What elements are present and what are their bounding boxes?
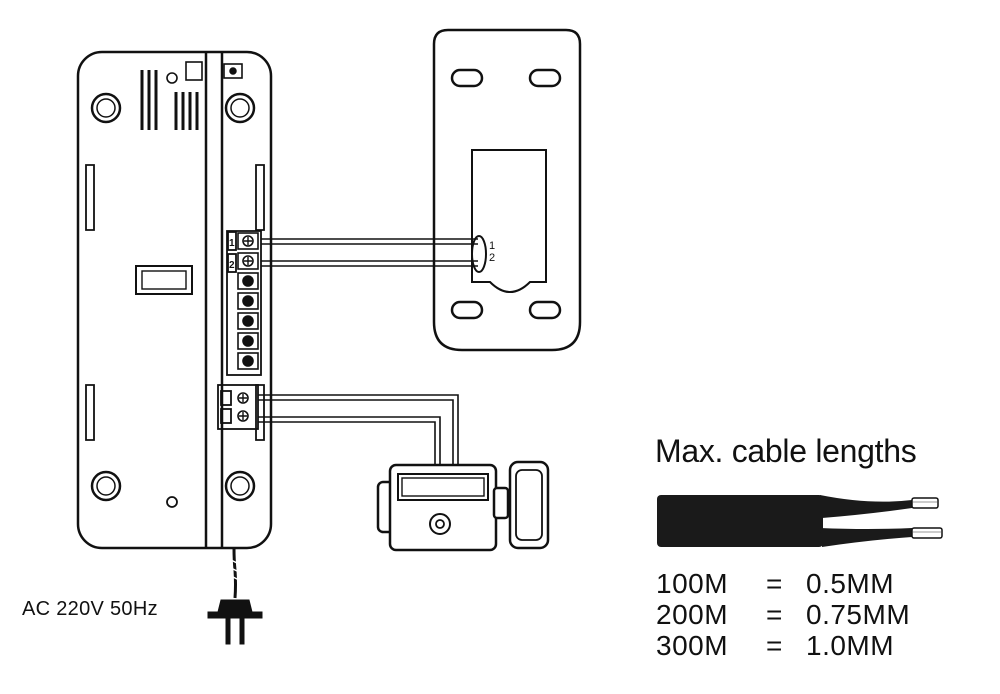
power-plug — [207, 547, 263, 645]
outdoor-terminal-label-1: 1 — [489, 240, 495, 252]
screw-slot-icon — [239, 412, 247, 420]
cable-length: 200M — [656, 599, 729, 630]
cable-length: 100M — [656, 568, 729, 599]
electric-lock — [376, 460, 550, 552]
terminal-screw-icon — [242, 275, 254, 287]
equals-sign: = — [766, 568, 783, 599]
wire-gauge: 0.5MM — [806, 568, 895, 599]
plug-icon — [207, 599, 263, 619]
mount-hole-tl — [90, 92, 122, 124]
outdoor-terminal-label-2: 2 — [489, 252, 495, 264]
equals-sign: = — [766, 630, 783, 661]
lock-terminal-block — [217, 384, 259, 430]
screw-slot-icon — [244, 237, 252, 245]
wire-gauge: 1.0MM — [806, 630, 895, 661]
screw-slot-icon — [239, 394, 247, 402]
speaker-vent-icon — [140, 70, 199, 130]
terminal-screws — [237, 232, 259, 422]
mount-hole-bl — [90, 470, 122, 502]
terminal-screw-icon — [242, 295, 254, 307]
terminal-screw-icon — [242, 315, 254, 327]
label-slot — [135, 265, 193, 295]
screw-slot-icon — [244, 257, 252, 265]
indoor-terminal-label-2: 2 — [229, 260, 235, 271]
terminal-screw-icon — [242, 335, 254, 347]
indoor-monitor-back — [76, 50, 273, 550]
mount-hole-br — [224, 470, 256, 502]
outdoor-terminal — [471, 235, 487, 273]
lock-wires — [258, 394, 459, 465]
terminal-screw-icon — [242, 355, 254, 367]
cable-lengths-heading: Max. cable lengths — [655, 433, 917, 469]
power-supply-label: AC 220V 50Hz — [22, 598, 158, 620]
indoor-terminal-label-1: 1 — [229, 238, 235, 249]
mount-slot — [450, 68, 484, 88]
screw-icon — [166, 496, 178, 508]
wire-gauge: 0.75MM — [806, 599, 911, 630]
outdoor-unit-back — [432, 28, 582, 352]
cable-icon — [657, 495, 943, 547]
terminal-block — [226, 230, 262, 376]
mount-hole-tr — [224, 92, 256, 124]
cable-length: 300M — [656, 630, 729, 661]
equals-sign: = — [766, 599, 783, 630]
outdoor-wires — [261, 238, 478, 267]
